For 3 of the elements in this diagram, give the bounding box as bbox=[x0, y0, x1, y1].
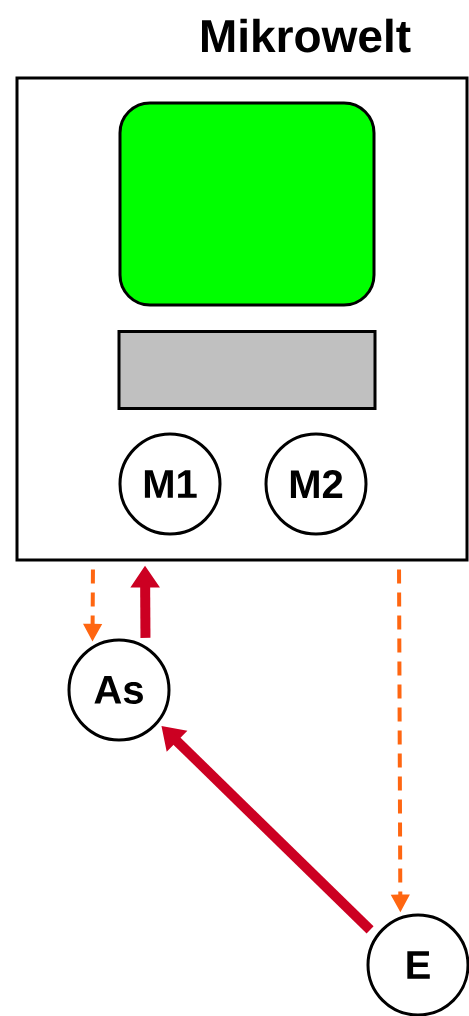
title: Mikrowelt bbox=[202, 18, 411, 53]
panel-bar bbox=[117, 330, 377, 410]
rounded-screen bbox=[118, 101, 376, 307]
